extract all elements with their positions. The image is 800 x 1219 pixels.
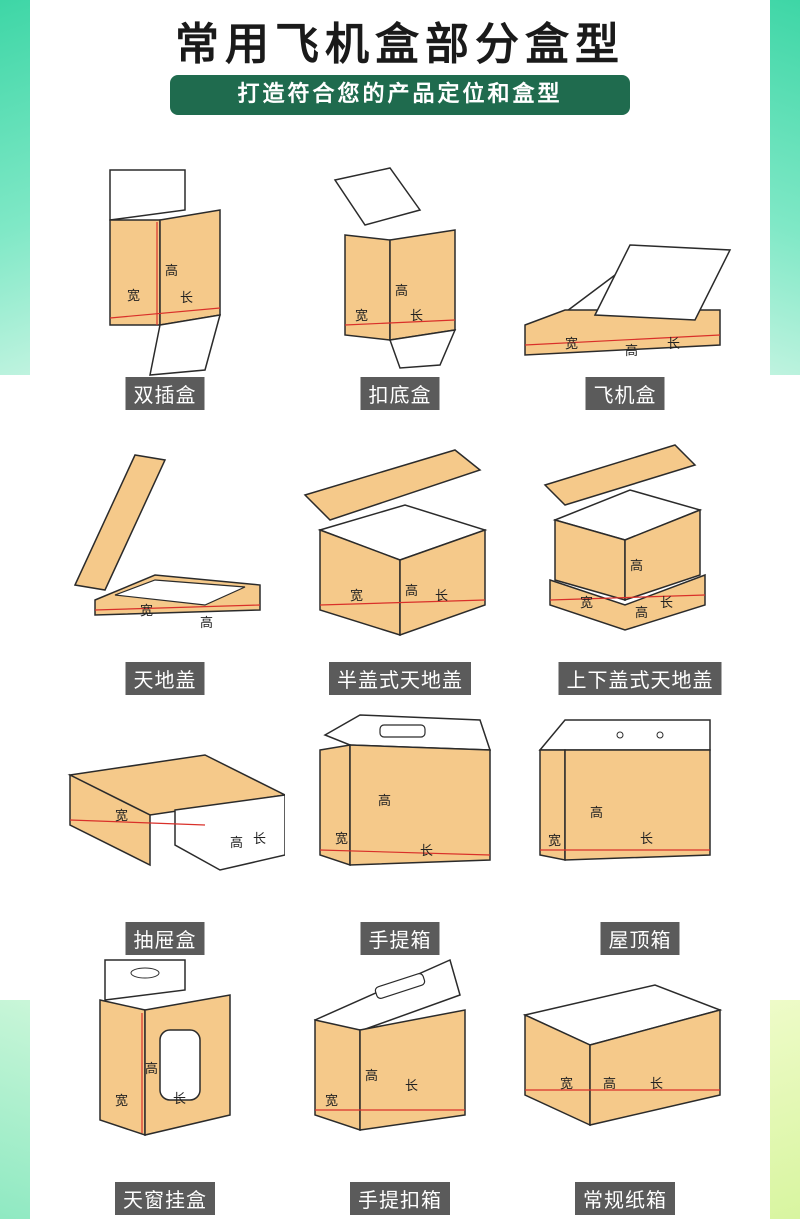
box-cell-handle-box: 高 宽 长 手提箱 [280,695,520,955]
box-cell-standard-carton: 宽 高 长 常规纸箱 [505,955,745,1215]
length-label: 长 [253,832,266,847]
half-cover-box-drawing: 宽 高 长 [303,449,488,637]
width-label: 宽 [127,288,140,304]
handle-box-drawing: 高 宽 长 [319,714,492,867]
subtitle-banner: 打造符合您的产品定位和盒型 [170,75,630,115]
width-label: 宽 [325,1093,338,1109]
width-label: 宽 [115,808,128,824]
handle-lock-box-drawing: 高 宽 长 [313,958,466,1132]
height-label: 高 [630,558,643,574]
length-label: 长 [180,291,193,306]
page-title: 常用飞机盒部分盒型 [175,19,625,70]
box-cell-drawer: 宽 高 长 抽屉盒 [45,695,285,955]
box-cell-half-cover: 宽 高 长 半盖式天地盖 [280,435,520,695]
box-cell-handle-lock-box: 高 宽 长 手提扣箱 [280,955,520,1215]
length-label: 长 [660,596,673,611]
height-label: 高 [405,583,418,599]
width-label: 宽 [140,603,153,619]
width-label: 宽 [580,595,593,611]
height-label: 高 [603,1076,616,1092]
width-label: 宽 [560,1076,573,1092]
width-label: 宽 [355,308,368,324]
height-label: 高 [590,805,603,821]
box-caption: 飞机盒 [585,377,665,410]
width-label: 宽 [565,336,578,352]
top-bottom-lid-box-drawing: 高 宽 高 长 [543,444,706,631]
box-cell-mailer: 宽 高 长 飞机盒 [505,150,745,410]
width-label: 宽 [548,833,561,849]
box-cell-roof-box: 高 宽 长 屋顶箱 [520,695,760,955]
length-label: 长 [640,832,653,847]
height-label-2: 高 [635,605,648,621]
length-label: 长 [435,589,448,604]
box-cell-window-hang: 高 宽 长 天窗挂盒 [45,955,285,1215]
box-caption: 常规纸箱 [575,1182,675,1215]
lid-and-base-box-drawing: 宽 高 [73,454,261,631]
roof-box-drawing: 高 宽 长 [538,719,711,861]
standard-carton-drawing: 宽 高 长 [522,984,723,1127]
height-label: 高 [378,793,391,809]
length-label: 长 [410,309,423,324]
box-cell-lock-bottom: 高 宽 长 扣底盒 [280,150,520,410]
box-cell-double-tuck: 高 宽 长 双插盒 [45,150,285,410]
length-label: 长 [650,1077,663,1092]
length-label: 长 [667,337,680,352]
drawer-box-drawing: 宽 高 长 [67,754,285,871]
box-caption: 双插盒 [125,377,205,410]
box-caption: 半盖式天地盖 [329,662,471,695]
right-decor-top [770,0,800,375]
box-caption: 屋顶箱 [600,922,680,955]
box-caption: 扣底盒 [360,377,440,410]
box-caption: 手提扣箱 [350,1182,450,1215]
width-label: 宽 [335,831,348,847]
width-label: 宽 [115,1093,128,1109]
box-cell-lid-and-base: 宽 高 天地盖 [45,435,285,695]
height-label: 高 [200,615,213,631]
length-label: 长 [173,1092,186,1107]
mailer-box-drawing: 宽 高 长 [524,244,732,359]
height-label: 高 [395,283,408,299]
lock-bottom-box-drawing: 高 宽 长 [333,167,457,369]
width-label: 宽 [350,588,363,604]
height-label: 高 [230,835,243,851]
window-hang-box-drawing: 高 宽 长 [99,959,231,1137]
length-label: 长 [405,1079,418,1094]
box-caption: 上下盖式天地盖 [558,662,722,695]
box-caption: 天窗挂盒 [115,1182,215,1215]
right-decor-bottom [770,1000,800,1219]
box-cell-top-bottom-lid: 高 宽 高 长 上下盖式天地盖 [520,435,760,695]
box-caption: 天地盖 [125,662,205,695]
box-caption: 抽屉盒 [125,922,205,955]
height-label: 高 [365,1068,378,1084]
left-decor-top [0,0,30,375]
height-label: 高 [145,1061,158,1077]
double-tuck-box-drawing: 高 宽 长 [109,169,222,376]
height-label: 高 [165,263,178,279]
box-caption: 手提箱 [360,922,440,955]
left-decor-bottom [0,1000,30,1219]
height-label: 高 [625,343,638,359]
length-label: 长 [420,844,433,859]
